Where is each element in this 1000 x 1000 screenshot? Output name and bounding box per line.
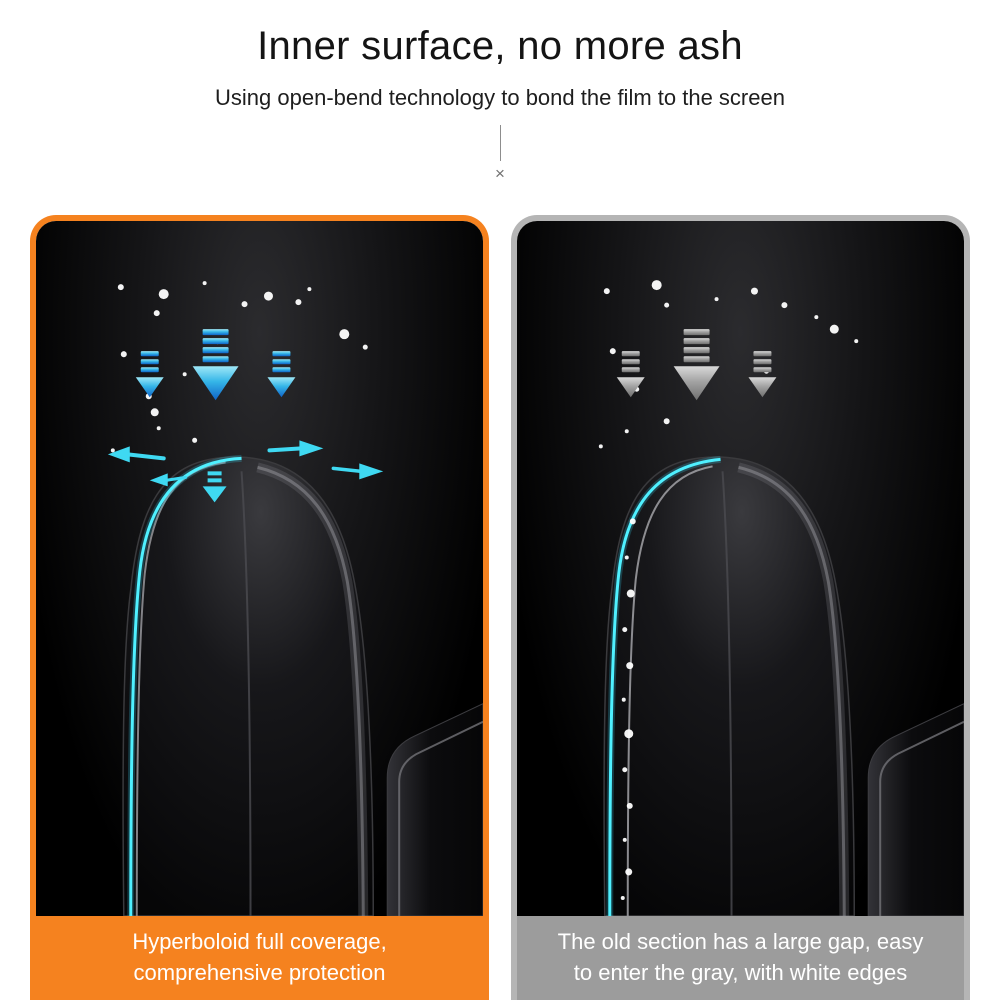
phone-edge-illustration-bad xyxy=(598,280,964,916)
down-arrow-icon xyxy=(616,351,645,398)
caption-good: Hyperboloid full coverage, comprehensive… xyxy=(36,916,483,1000)
down-arrow-icon xyxy=(192,329,239,401)
cross-icon: × xyxy=(495,164,505,183)
down-arrow-icon xyxy=(673,329,720,401)
panel-new-film: Hyperboloid full coverage, comprehensive… xyxy=(30,215,489,1000)
gap-dust-particles xyxy=(620,518,636,900)
phone-body xyxy=(122,456,374,916)
down-arrows xyxy=(135,329,296,401)
caption-bad: The old section has a large gap, easy to… xyxy=(517,916,964,1000)
header: Inner surface, no more ash Using open-be… xyxy=(0,0,1000,182)
illustration-bad xyxy=(517,221,964,916)
down-arrow-icon xyxy=(135,351,164,398)
page-title: Inner surface, no more ash xyxy=(257,24,743,68)
divider-line xyxy=(499,125,501,161)
down-arrow-icon xyxy=(748,351,777,398)
comparison-panels: Hyperboloid full coverage, comprehensive… xyxy=(30,215,970,1000)
side-slab xyxy=(867,703,964,916)
caption-bad-line2: to enter the gray, with white edges xyxy=(573,960,908,985)
dust-particles xyxy=(110,281,368,453)
caption-good-line2: comprehensive protection xyxy=(133,960,386,985)
caption-good-line1: Hyperboloid full coverage, xyxy=(132,929,387,955)
caption-bad-line1: The old section has a large gap, easy xyxy=(557,929,924,955)
down-arrow-icon xyxy=(267,351,296,398)
illustration-good xyxy=(36,221,483,916)
page-subtitle: Using open-bend technology to bond the f… xyxy=(215,85,785,110)
phone-body xyxy=(603,456,855,916)
film-edge-highlight xyxy=(606,455,721,916)
down-arrows xyxy=(616,329,777,401)
side-slab xyxy=(386,703,483,916)
panel-old-film: The old section has a large gap, easy to… xyxy=(511,215,970,1000)
spread-arrows xyxy=(107,440,384,503)
phone-edge-illustration-good xyxy=(107,281,483,916)
